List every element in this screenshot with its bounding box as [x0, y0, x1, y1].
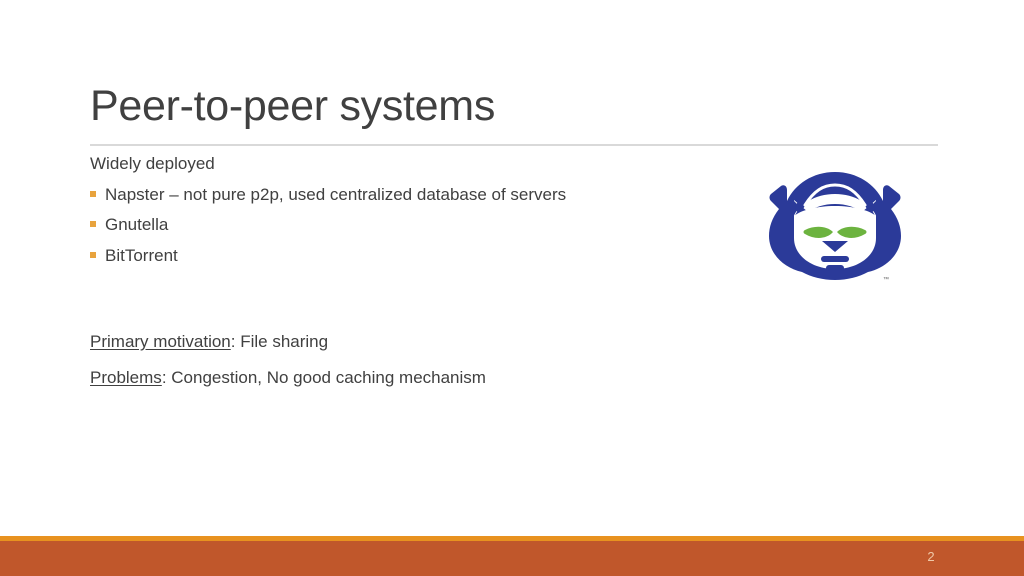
list-item-label: BitTorrent	[105, 246, 178, 266]
note-line-motivation: Primary motivation: File sharing	[90, 332, 790, 352]
list-item: BitTorrent	[90, 246, 730, 266]
body-content: Widely deployed Napster – not pure p2p, …	[90, 154, 730, 278]
note-value: Congestion, No good caching mechanism	[171, 367, 486, 387]
page-title: Peer-to-peer systems	[90, 82, 496, 130]
footer-bar	[0, 541, 1024, 576]
page-number: 2	[0, 550, 1024, 563]
napster-cat-head-icon	[769, 172, 901, 280]
square-bullet-icon	[90, 221, 96, 228]
napster-logo: ™	[765, 168, 905, 288]
list-item: Gnutella	[90, 216, 730, 235]
notes-block: Primary motivation: File sharing Problem…	[90, 332, 790, 404]
title-block: Peer-to-peer systems	[90, 82, 940, 131]
list-item-label: Napster – not pure p2p, used centralized…	[105, 184, 567, 204]
right-eye-leaf	[837, 226, 867, 238]
note-label: Primary motivation	[90, 332, 231, 351]
footer-accent-bar	[0, 536, 1024, 541]
note-value: File sharing	[240, 332, 329, 351]
note-separator: :	[230, 332, 241, 351]
trademark-symbol: ™	[883, 277, 889, 283]
note-line-problems: Problems: Congestion, No good caching me…	[90, 367, 790, 388]
title-divider	[90, 144, 938, 146]
square-bullet-icon	[90, 190, 96, 197]
lead-line: Widely deployed	[90, 154, 215, 173]
left-eye-leaf	[803, 226, 833, 238]
note-separator: :	[161, 367, 172, 387]
page-number-value: 2	[927, 549, 935, 564]
square-bullet-icon	[90, 252, 96, 259]
list-item: Napster – not pure p2p, used centralized…	[90, 184, 730, 205]
nose	[822, 241, 848, 252]
list-item-label: Gnutella	[105, 215, 169, 235]
note-label: Problems	[90, 367, 162, 387]
